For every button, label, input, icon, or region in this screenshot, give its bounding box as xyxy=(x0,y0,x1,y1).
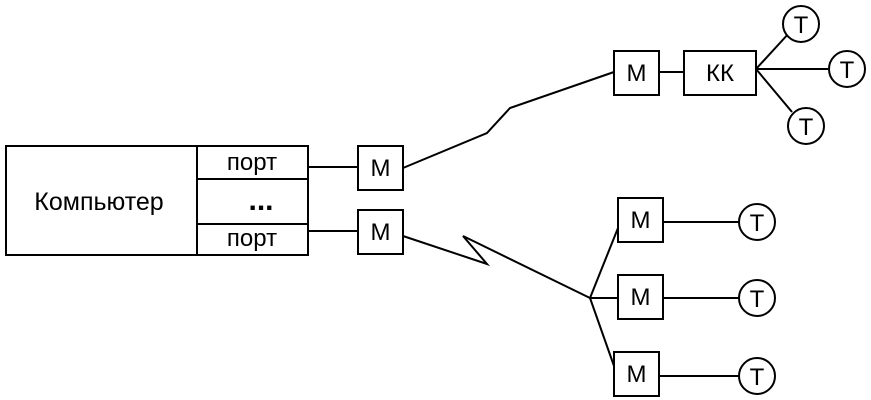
modem-remote-2-label: М xyxy=(631,284,651,311)
modem-remote-upper-label: М xyxy=(627,60,647,87)
channel-upper xyxy=(402,71,615,169)
port-label-top: порт xyxy=(227,149,277,176)
terminal-cc-3-label: Т xyxy=(799,114,814,141)
computer-label: Компьютер xyxy=(34,188,163,216)
modem-local-top-label: М xyxy=(371,155,391,182)
terminal-remote-2-label: Т xyxy=(750,286,765,313)
terminal-cc-3 xyxy=(787,107,825,145)
branch-to-modem-3-line xyxy=(589,297,615,367)
modem-remote-3 xyxy=(613,351,660,397)
computer-block xyxy=(5,145,309,256)
terminal-remote-1-label: Т xyxy=(750,210,765,237)
terminal-remote-3 xyxy=(738,357,776,395)
concentrator-to-terminal-3-line xyxy=(755,68,793,113)
modem-remote-3-label: М xyxy=(627,361,647,388)
modem-local-bottom xyxy=(357,209,404,255)
branch-to-modem-1-line xyxy=(589,227,619,299)
channel-lower xyxy=(402,235,591,299)
terminal-cc-1 xyxy=(782,5,820,43)
modem-remote-2 xyxy=(617,274,664,320)
concentrator xyxy=(683,50,757,96)
modem-remote-1 xyxy=(617,197,664,243)
port-ellipsis: ... xyxy=(248,184,273,217)
terminal-remote-2 xyxy=(738,279,776,317)
concentrator-to-terminal-1-line xyxy=(755,31,791,70)
concentrator-label: КК xyxy=(706,60,734,87)
modem-remote-1-label: М xyxy=(631,207,651,234)
terminal-cc-2-label: Т xyxy=(840,57,855,84)
terminal-remote-3-label: Т xyxy=(750,364,765,391)
modem-local-bottom-label: М xyxy=(371,219,391,246)
terminal-cc-2 xyxy=(828,50,866,88)
port-label-bottom: порт xyxy=(227,225,277,252)
terminal-cc-1-label: Т xyxy=(794,12,809,39)
terminal-remote-1 xyxy=(738,203,776,241)
